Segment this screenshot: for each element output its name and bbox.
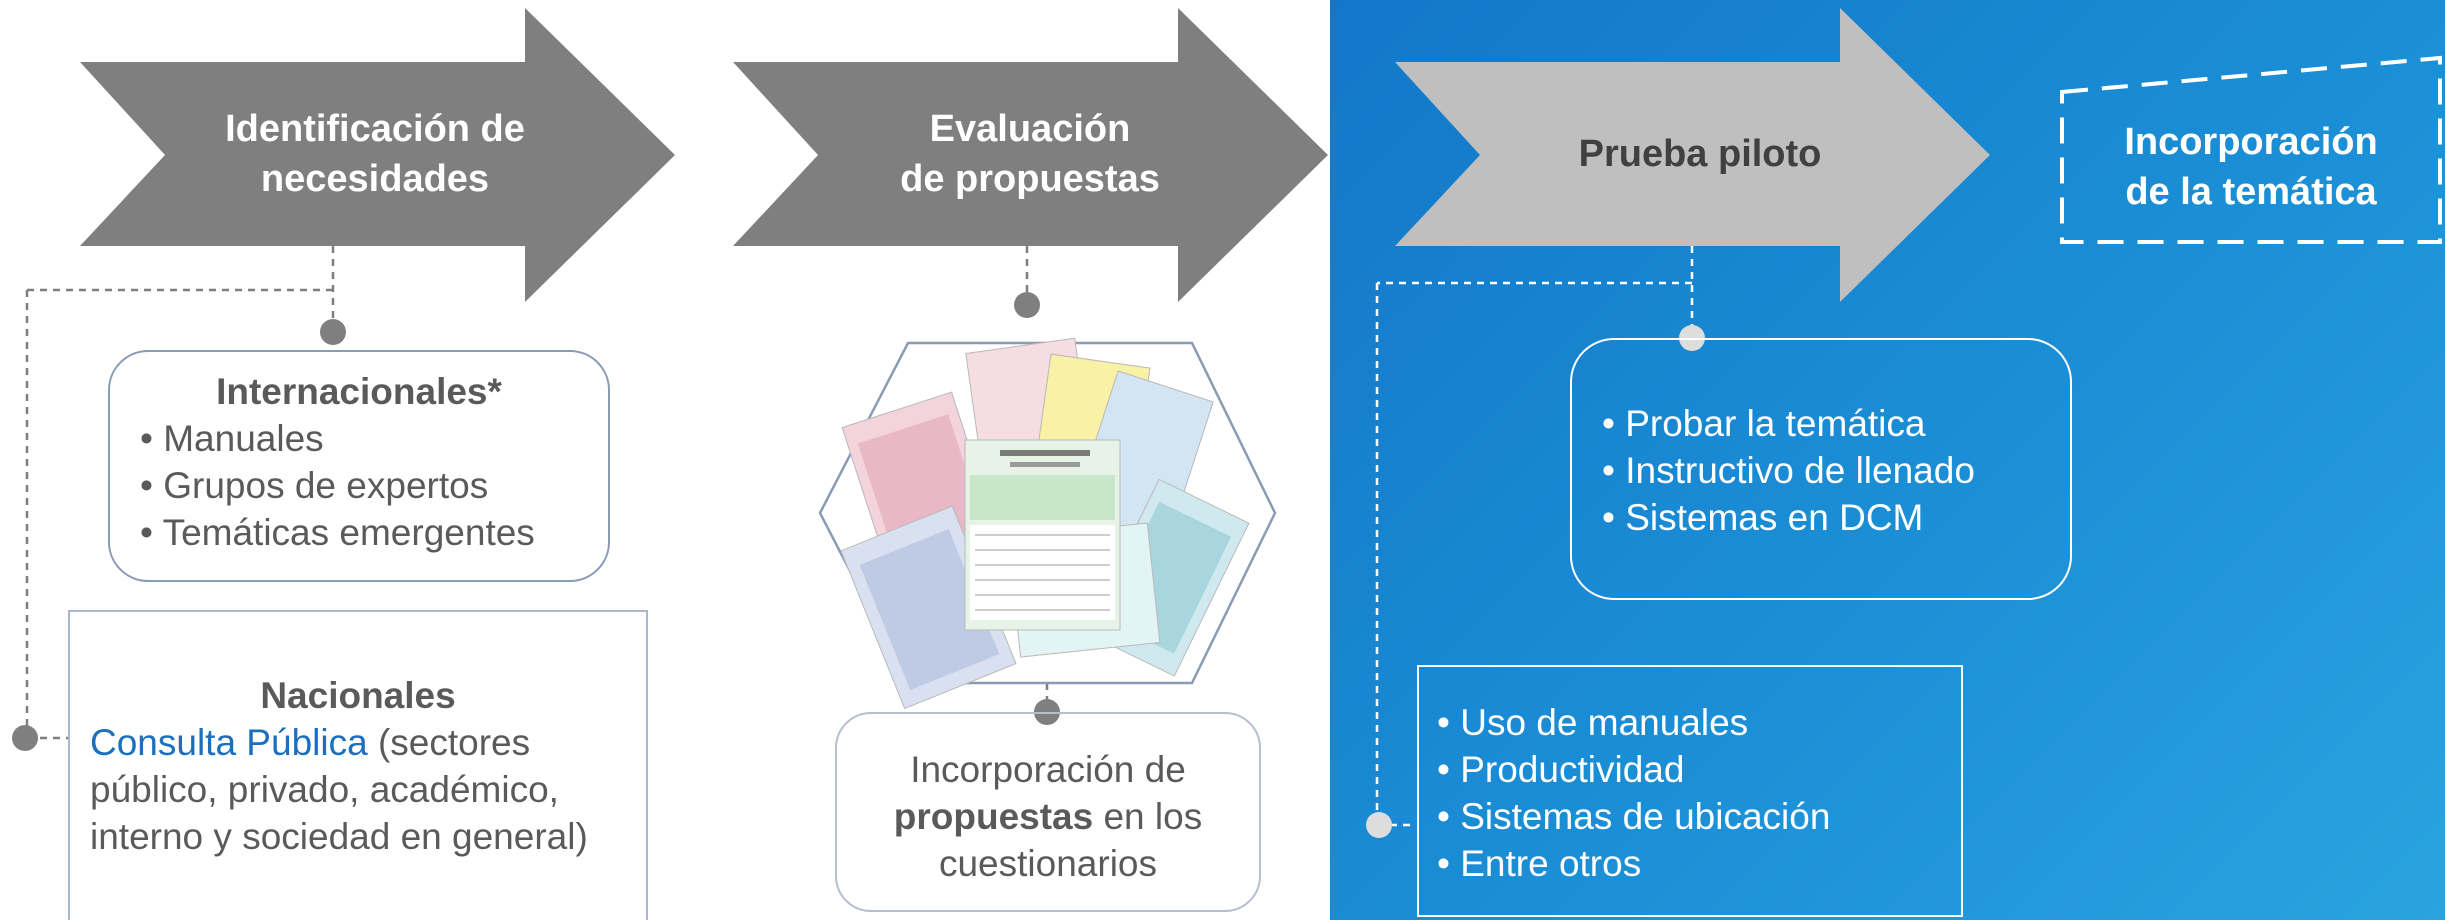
connector-dot bbox=[1366, 812, 1392, 838]
connector-dot bbox=[12, 725, 38, 751]
nacionales-heading: Nacionales bbox=[260, 675, 456, 716]
incorporacion-box: Incorporación de propuestas en los cuest… bbox=[835, 712, 1261, 912]
nacionales-box: Nacionales Consulta Pública (sectores pú… bbox=[68, 610, 648, 920]
internacionales-heading: Internacionales* bbox=[216, 371, 502, 412]
step-3-title: Prueba piloto bbox=[1480, 62, 1920, 246]
incorporacion-line3: cuestionarios bbox=[938, 843, 1157, 884]
list-item: Uso de manuales bbox=[1437, 699, 1961, 746]
arrow-step-3 bbox=[1395, 8, 1990, 302]
internacionales-box: Internacionales* Manuales Grupos de expe… bbox=[108, 350, 610, 582]
connector-dot bbox=[320, 319, 346, 345]
step-1-title-line1: Identificación de bbox=[225, 108, 525, 150]
piloto-box: Probar la temática Instructivo de llenad… bbox=[1570, 338, 2072, 600]
arrow-step-4-dashed bbox=[2060, 55, 2442, 244]
arrow-step-2 bbox=[733, 8, 1328, 302]
list-item: Entre otros bbox=[1437, 840, 1961, 887]
piloto-list-2: Uso de manuales Productividad Sistemas d… bbox=[1437, 699, 1961, 887]
consulta-publica-link[interactable]: Consulta Pública bbox=[90, 722, 368, 763]
connector-dot bbox=[1014, 292, 1040, 318]
list-item: Manuales bbox=[140, 415, 578, 462]
list-item: Temáticas emergentes bbox=[140, 509, 578, 556]
incorporacion-rest: en los bbox=[1093, 796, 1203, 837]
step-1-title: Identificación de necesidades bbox=[165, 62, 585, 246]
piloto-box-2: Uso de manuales Productividad Sistemas d… bbox=[1417, 665, 1963, 917]
list-item: Sistemas de ubicación bbox=[1437, 793, 1961, 840]
list-item: Sistemas en DCM bbox=[1602, 494, 2070, 541]
list-item: Instructivo de llenado bbox=[1602, 447, 2070, 494]
step-4-title-line2: de la temática bbox=[2125, 171, 2377, 213]
step-2-title-line2: de propuestas bbox=[900, 158, 1160, 200]
step-2-title: Evaluación de propuestas bbox=[820, 62, 1240, 246]
list-item: Probar la temática bbox=[1602, 400, 2070, 447]
questionnaire-papers-illustration bbox=[840, 337, 1250, 710]
step-3-title-text: Prueba piloto bbox=[1578, 133, 1822, 175]
nacionales-text: Consulta Pública (sectores público, priv… bbox=[90, 719, 626, 860]
internacionales-list: Manuales Grupos de expertos Temáticas em… bbox=[140, 415, 578, 556]
step-4-title-line1: Incorporación bbox=[2124, 121, 2378, 163]
piloto-list: Probar la temática Instructivo de llenad… bbox=[1602, 400, 2070, 541]
incorporacion-line1: Incorporación de bbox=[910, 749, 1186, 790]
step-1-title-line2: necesidades bbox=[260, 158, 490, 200]
arrow-step-1 bbox=[80, 8, 675, 302]
nacionales-description: (sectores público, privado, académico, i… bbox=[90, 722, 588, 857]
list-item: Productividad bbox=[1437, 746, 1961, 793]
incorporacion-bold: propuestas bbox=[893, 796, 1094, 837]
list-item: Grupos de expertos bbox=[140, 462, 578, 509]
incorporacion-line2: propuestas en los bbox=[847, 793, 1249, 840]
step-2-title-line1: Evaluación bbox=[929, 108, 1131, 150]
step-4-title: Incorporación de la temática bbox=[2062, 92, 2440, 242]
